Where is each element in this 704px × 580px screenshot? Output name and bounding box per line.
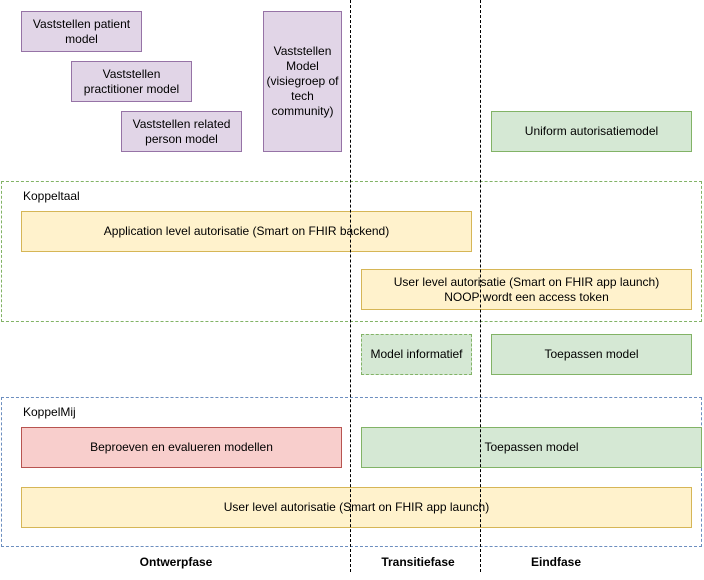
box-label: Vaststellen related person model — [132, 116, 231, 146]
phase-label-ontwerpfase: Ontwerpfase — [139, 555, 213, 569]
koppelmij-group-label: KoppelMij — [23, 405, 76, 419]
koppeltaal-group-label: Koppeltaal — [23, 189, 80, 203]
application-level-autorisatie-box: Application level autorisatie (Smart on … — [21, 211, 472, 252]
user-level-autorisatie-koppeltaal-box: User level autorisatie (Smart on FHIR ap… — [361, 269, 692, 310]
vaststellen-patient-model-box: Vaststellen patient model — [21, 11, 142, 52]
model-informatief-box: Model informatief — [361, 334, 472, 375]
phase-separator-eind — [480, 0, 481, 572]
box-label: Vaststellen practitioner model — [83, 66, 180, 96]
box-label: User level autorisatie (Smart on FHIR ap… — [223, 500, 490, 514]
phase-label-transitiefase: Transitiefase — [381, 555, 455, 569]
toepassen-model-box: Toepassen model — [491, 334, 692, 375]
user-level-autorisatie-koppelmij-box: User level autorisatie (Smart on FHIR ap… — [21, 487, 692, 528]
toepassen-model-koppelmij-box: Toepassen model — [361, 427, 702, 468]
uniform-autorisatiemodel-box: Uniform autorisatiemodel — [491, 111, 692, 152]
box-label: Toepassen model — [544, 347, 639, 361]
box-label: Vaststellen Model (visiegroep of tech co… — [266, 44, 339, 118]
box-label: User level autorisatie (Smart on FHIR ap… — [393, 274, 660, 304]
box-label: Application level autorisatie (Smart on … — [103, 224, 390, 238]
box-label: Beproeven en evalueren modellen — [90, 440, 273, 454]
box-label: Model informatief — [370, 347, 463, 361]
phase-separator-transitie — [350, 0, 351, 572]
koppelmij-group — [1, 397, 702, 547]
vaststellen-related-person-model-box: Vaststellen related person model — [121, 111, 242, 152]
vaststellen-practitioner-model-box: Vaststellen practitioner model — [71, 61, 192, 102]
box-label: Uniform autorisatiemodel — [524, 124, 659, 138]
koppeltaal-group — [1, 181, 702, 322]
beproeven-en-evalueren-box: Beproeven en evalueren modellen — [21, 427, 342, 468]
vaststellen-model-box: Vaststellen Model (visiegroep of tech co… — [263, 11, 342, 152]
box-label: Toepassen model — [484, 440, 579, 454]
box-label: Vaststellen patient model — [32, 16, 131, 46]
phase-label-eindfase: Eindfase — [530, 555, 581, 569]
